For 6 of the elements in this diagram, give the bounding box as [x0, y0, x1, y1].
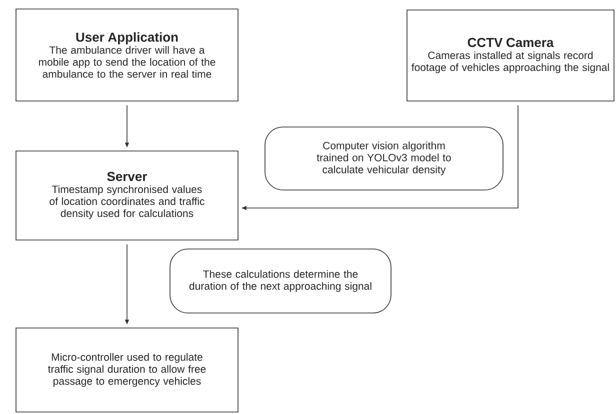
process-box: User Application The ambulance driver will have a mobile app to send the location of the ambulance to the server in real time	[16, 8, 238, 102]
process-box: Micro-controller used to regulate traffic signal duration to allow free passage to emergency vehicles	[16, 328, 238, 412]
note-box: These calculations determine the duration of the next approaching signal	[170, 248, 392, 314]
process-box: Server Timestamp synchronised values of location coordinates and traffic density used for calculations	[16, 150, 238, 240]
process-box: CCTV Camera Cameras installed at signals record footage of vehicles approaching the signal	[406, 10, 614, 102]
note-box: Computer vision algorithm trained on YOLOv3 model to calculate vehicular density	[264, 126, 504, 190]
